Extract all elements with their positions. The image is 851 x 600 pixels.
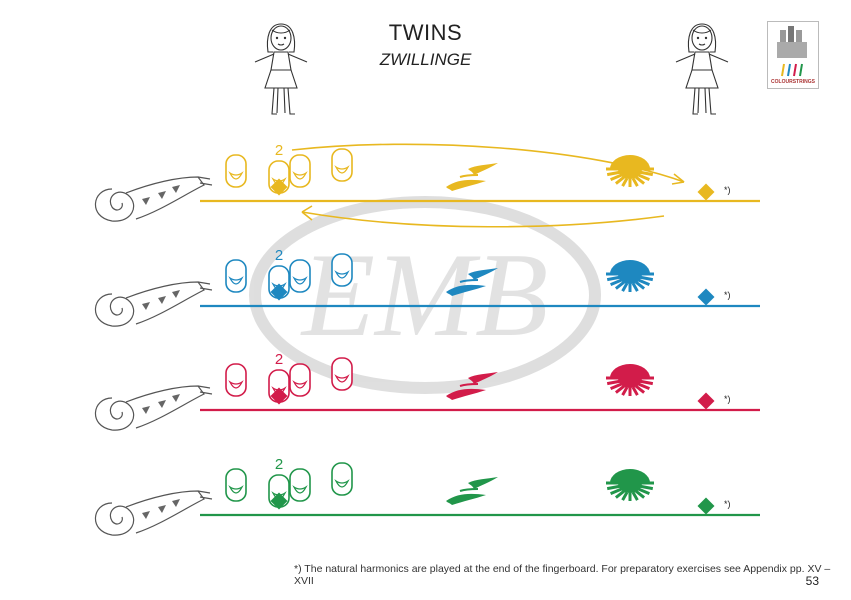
sun-icon	[606, 260, 654, 292]
string-row-green: 2 *)	[94, 456, 760, 536]
finger-number: 2	[275, 456, 283, 473]
harmonic-note-marker: *)	[724, 394, 731, 404]
finger-tip-icon	[289, 363, 311, 397]
harmonic-diamond-icon	[697, 183, 715, 201]
sun-icon	[606, 364, 654, 396]
harmonic-diamond-icon	[697, 392, 715, 410]
colourstrings-logo: COLOURSTRINGS	[767, 21, 819, 89]
violin-scroll-icon	[94, 176, 213, 222]
birds-icon	[446, 372, 498, 400]
finger-tip-icon	[225, 363, 247, 397]
harmonic-diamond-icon	[697, 288, 715, 306]
string-row-red: 2 *)	[94, 351, 760, 431]
footnote: *) The natural harmonics are played at t…	[294, 563, 831, 587]
finger-tip-icon	[289, 468, 311, 502]
finger-tip-icon	[289, 259, 311, 293]
violin-scroll-icon	[94, 385, 213, 431]
finger-tip-icon	[225, 154, 247, 188]
glide-arrows	[291, 143, 685, 228]
page-title: TWINS	[388, 20, 463, 45]
birds-icon	[446, 163, 498, 191]
finger-tip-icon	[331, 462, 353, 496]
birds-icon	[446, 477, 498, 505]
finger-number: 2	[275, 142, 283, 159]
page-number: 53	[805, 574, 819, 588]
finger-tip-icon	[289, 154, 311, 188]
finger-number: 2	[275, 247, 283, 264]
finger-number: 2	[275, 351, 283, 368]
logo-icon	[777, 26, 807, 77]
logo-label: COLOURSTRINGS	[771, 79, 815, 85]
finger-tip-icon	[331, 148, 353, 182]
finger-tip-icon	[331, 253, 353, 287]
string-row-blue: 2 *)	[94, 247, 760, 327]
sun-icon	[606, 155, 654, 187]
finger-tip-icon	[225, 259, 247, 293]
violin-scroll-icon	[94, 490, 213, 536]
girl-figure-right-icon	[675, 23, 729, 115]
watermark-text: EMB	[300, 228, 549, 361]
string-row-yellow: 2 *)	[94, 142, 760, 222]
harmonic-diamond-icon	[697, 497, 715, 515]
harmonic-note-marker: *)	[724, 499, 731, 509]
girl-figure-left-icon	[254, 23, 308, 115]
birds-icon	[446, 268, 498, 296]
violin-scroll-icon	[94, 281, 213, 327]
harmonic-note-marker: *)	[724, 290, 731, 300]
emb-watermark: EMB	[249, 196, 601, 394]
harmonic-note-marker: *)	[724, 185, 731, 195]
finger-tip-icon	[331, 357, 353, 391]
finger-tip-icon	[225, 468, 247, 502]
sun-icon	[606, 469, 654, 501]
page-subtitle: ZWILLINGE	[379, 50, 472, 69]
